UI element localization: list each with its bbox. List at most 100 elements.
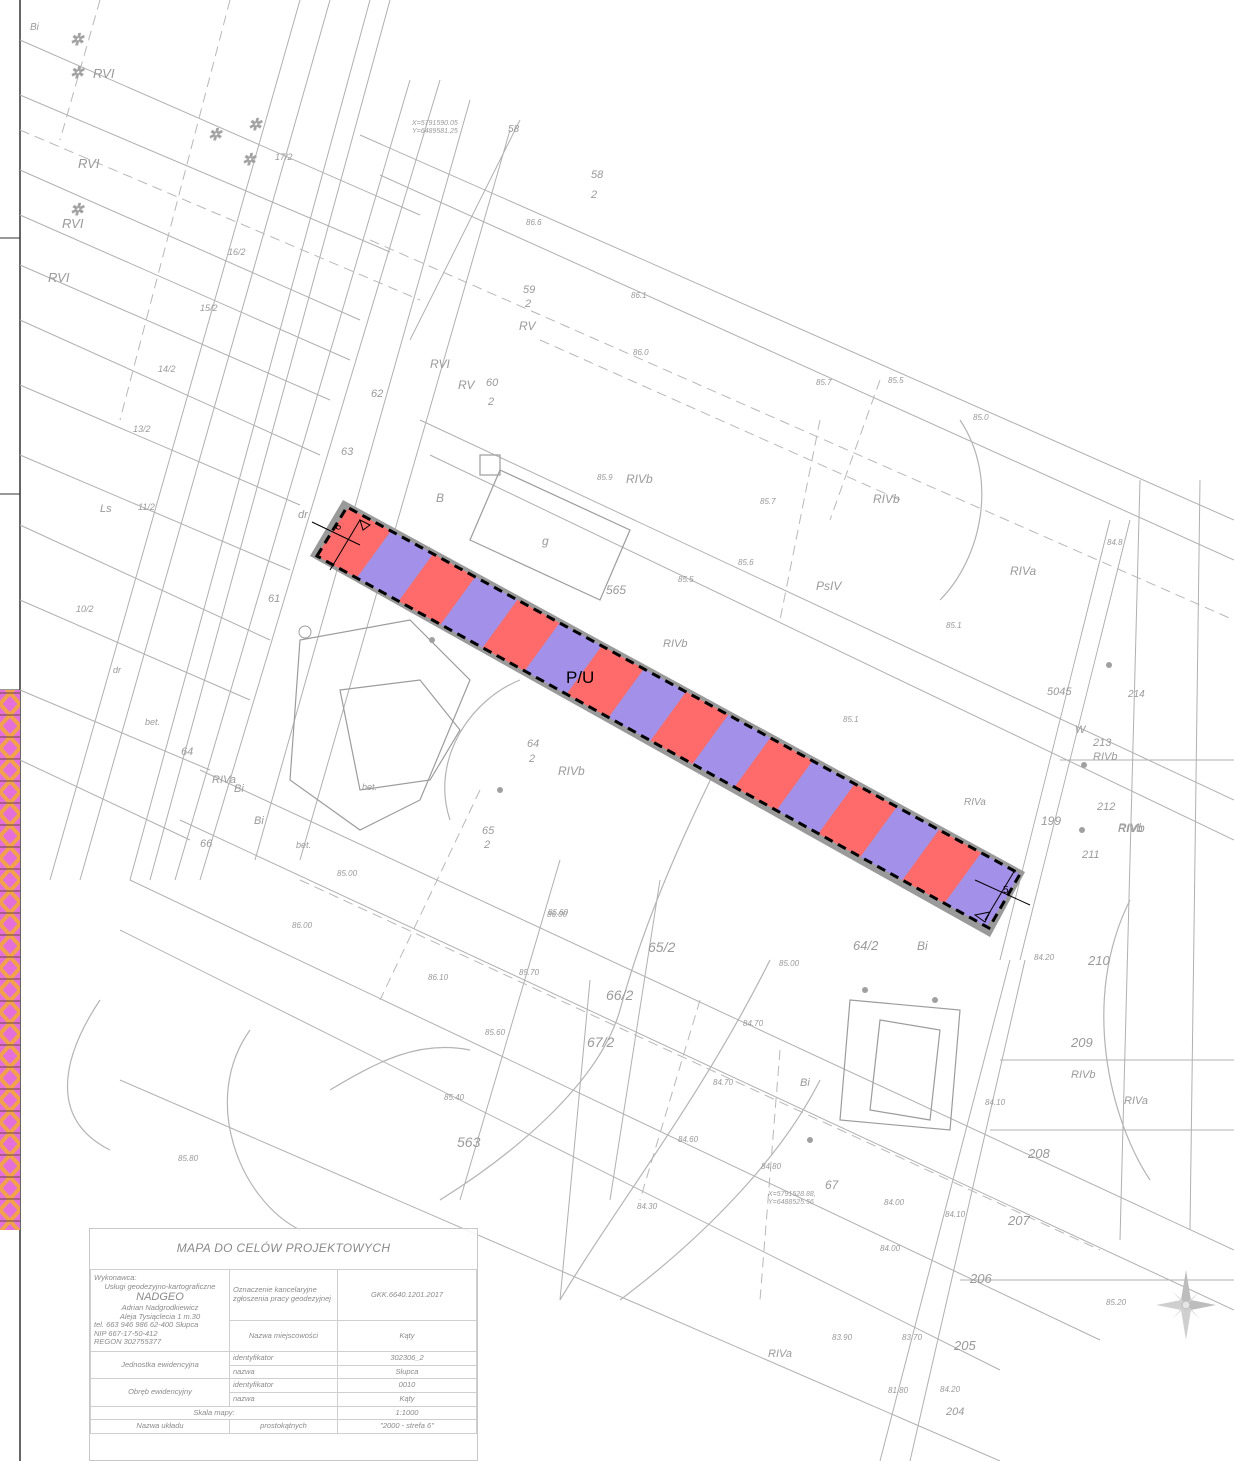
parcel-label: dr [113, 665, 122, 675]
system-type-label: prostokątnych [228, 1419, 339, 1434]
parcel-label: 64/2 [853, 938, 879, 953]
parcel-label: 16/2 [228, 247, 246, 257]
parcel-label: 66/2 [606, 987, 633, 1003]
contractor-address: Aleja Tysiąclecia 1 m.30 [119, 1311, 201, 1321]
parcel-label: 213 [1092, 737, 1112, 749]
parcel-label: 63 [341, 446, 354, 458]
parcel-label: RVI [78, 156, 100, 171]
contractor-name: NADGEO [136, 1291, 184, 1304]
unit-name-label: nazwa [228, 1364, 339, 1380]
map-labels: RVIRVIRVIRVI17/216/215/214/213/211/210/2… [30, 22, 1148, 1418]
elevation-label: 86.00 [292, 921, 313, 930]
elevation-label: 84.00 [884, 1198, 905, 1207]
parcel-label: 204 [945, 1406, 964, 1418]
parcel-label: bet. [145, 717, 160, 727]
contractor-label: Wykonawca: [94, 1272, 137, 1282]
svg-text:✲: ✲ [70, 202, 85, 219]
elevation-label: 84.00 [880, 1244, 901, 1253]
system-label: Nazwa układu [90, 1419, 230, 1434]
coordinates-bottom-x: X=5791528.88, [767, 1191, 816, 1198]
parcel-label: 65/2 [648, 939, 675, 955]
elevation-label: 85.40 [444, 1093, 465, 1102]
dimension-right-label: 5 [1003, 885, 1009, 896]
elevation-label: 83.70 [902, 1333, 923, 1342]
elevation-label: 85.20 [1106, 1298, 1127, 1307]
elevation-label: 85.0 [973, 413, 989, 422]
contour-lines [67, 419, 1151, 1301]
parcel-label: 67 [825, 1178, 840, 1192]
parcel-label: RIVb [558, 764, 585, 778]
parcel-label: RIVa [212, 774, 236, 786]
locality-value: Kąty [337, 1320, 477, 1352]
parcel-label: RIVb [1071, 1069, 1095, 1081]
district-id-label: identyfikator [228, 1378, 339, 1393]
elevation-label: 81.80 [888, 1386, 909, 1395]
contractor-cell: Wykonawca: Usługi geodezyjno-kartografic… [90, 1269, 230, 1352]
parcel-label: 565 [606, 583, 626, 597]
elevation-label: 86.00 [547, 910, 568, 919]
elevation-label: 85.5 [888, 376, 904, 385]
elevation-label: 85.1 [946, 621, 962, 630]
parcel-label: 212 [1096, 801, 1115, 813]
parcel-label: Bi [234, 783, 244, 795]
parcel-label: Bi [30, 22, 40, 33]
parcel-label: Ls [100, 503, 112, 515]
parcel-label: 205 [953, 1338, 976, 1353]
title-block-heading: MAPA DO CELÓW PROJEKTOWYCH [176, 1241, 391, 1255]
parcel-label: 65 [482, 825, 495, 837]
parcel-label: PsIV [816, 579, 842, 593]
contractor-person: Adrian Nadgrodkiewicz [121, 1302, 199, 1312]
elevation-label: 85.70 [519, 968, 540, 977]
parcel-label: 209 [1070, 1035, 1093, 1050]
dimension-left-label: 6 [332, 522, 345, 533]
elevation-label: 85.9 [597, 473, 613, 482]
district-label: Obręb ewidencyjny [90, 1378, 230, 1407]
parcel-label: 11/2 [138, 502, 155, 512]
designation-value: GKK.6640.1201.2017 [337, 1269, 477, 1321]
parcel-label: 210 [1087, 953, 1110, 968]
parcel-label: 208 [1027, 1146, 1050, 1161]
parcel-label: Bi [254, 815, 264, 827]
elevation-label: 85.1 [843, 715, 859, 724]
parcel-label: 2 [524, 298, 531, 310]
parcel-label: RIVa [964, 797, 986, 808]
svg-text:✲: ✲ [248, 117, 263, 134]
zone-stripes [317, 507, 1020, 928]
elevation-label: 84.10 [945, 1210, 966, 1219]
parcel-label: 58 [508, 124, 520, 135]
locality-label: Nazwa miejscowości [228, 1320, 339, 1352]
elevation-label: 84.20 [940, 1385, 961, 1394]
parcel-label: 2 [483, 839, 490, 851]
parcel-label: 62 [371, 388, 383, 400]
elevation-label: 85.00 [337, 869, 358, 878]
coordinates-top-x: X=5791590.05 [411, 120, 458, 127]
svg-text:✲: ✲ [70, 65, 85, 82]
parcel-label: 60 [486, 377, 499, 389]
survey-points [298, 625, 1112, 1143]
elevation-label: 85.60 [485, 1028, 506, 1037]
parcel-label: 14/2 [158, 364, 176, 374]
unit-id-label: identyfikator [228, 1351, 339, 1366]
parcel-label: 5045 [1047, 686, 1072, 698]
contractor-line1: Usługi geodezyjno-kartograficzne [104, 1281, 216, 1291]
parcel-label: RVI [62, 216, 84, 231]
elevation-label: 84.70 [713, 1078, 734, 1087]
zone-label: P/U [566, 668, 594, 687]
dashed-lines [19, 0, 1234, 1301]
parcel-label: bet. [362, 782, 377, 792]
tree-symbols: ✲ ✲ ✲ ✲ ✲ ✲ [70, 32, 264, 220]
parcel-label: 64 [181, 746, 193, 758]
elevation-label: 85.5 [678, 575, 694, 584]
parcel-label: bet. [296, 840, 311, 850]
elevation-label: 84.10 [985, 1098, 1006, 1107]
elevation-label: 85.80 [178, 1154, 199, 1163]
district-name-value: Kąty [337, 1391, 477, 1407]
parcel-label: 64 [527, 738, 539, 750]
parcel-label: 199 [1041, 814, 1061, 828]
parcel-label: 15/2 [200, 303, 218, 313]
designation-label: Oznaczenie kancelaryjne zgłoszenia pracy… [228, 1269, 339, 1321]
north-arrow-icon [1156, 1270, 1216, 1340]
elevation-label: 85.60 [548, 908, 569, 917]
parcel-label: RIVa [1124, 1095, 1148, 1107]
parcel-label: 2 [590, 189, 597, 201]
